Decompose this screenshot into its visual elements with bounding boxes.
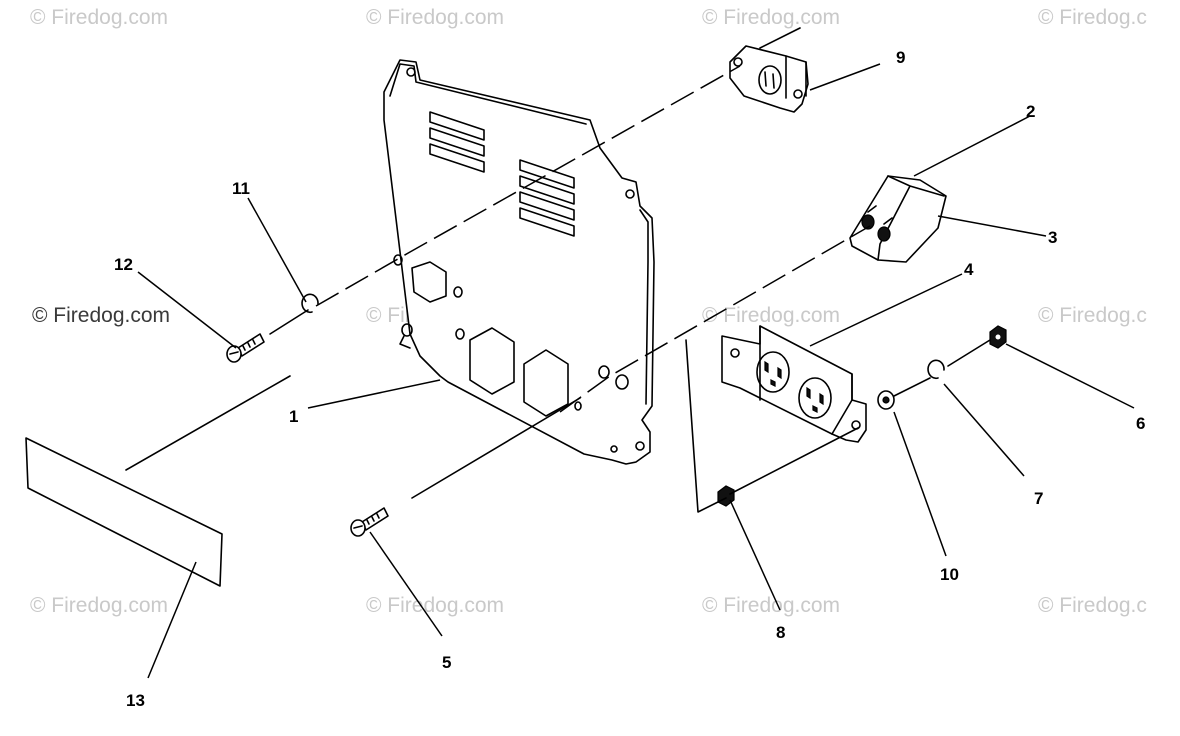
switch-part-3: [849, 175, 947, 263]
watermark: © Firedog.com: [702, 6, 840, 29]
watermark: © Firedog.com: [32, 304, 170, 327]
decal-part-13: [25, 437, 223, 587]
outlet-part-9: [729, 45, 809, 113]
callout-11: 11: [232, 179, 250, 198]
leader-lines: [137, 63, 1135, 679]
callout-10: 10: [940, 565, 959, 584]
watermark: © Firedog.c: [1038, 304, 1147, 327]
watermark-layer: © Firedog.com © Firedog.com © Firedog.co…: [30, 6, 1147, 617]
retaining-ring-part-7: [927, 359, 945, 380]
callout-7: 7: [1034, 489, 1043, 508]
callout-5: 5: [442, 653, 451, 672]
callout-4: 4: [964, 260, 974, 279]
watermark: © Firedog.c: [1038, 6, 1147, 29]
duplex-outlet-part-4: [721, 325, 867, 443]
callout-2: 2: [1026, 102, 1035, 121]
callout-labels: 1 2 3 4 5 6 7 8 9 10 11 12 13: [114, 48, 1145, 710]
callout-6: 6: [1136, 414, 1145, 433]
callout-3: 3: [1048, 228, 1057, 247]
assembly-lines: [125, 27, 991, 513]
watermark: © Firedog.c: [1038, 594, 1147, 617]
watermark: © Firedog.com: [30, 594, 168, 617]
callout-9: 9: [896, 48, 905, 67]
watermark: © Firedog.com: [366, 6, 504, 29]
washer-part-10: [877, 390, 895, 410]
ring-part-11: [301, 293, 319, 314]
watermark: © Firedog.com: [702, 594, 840, 617]
callout-1: 1: [289, 407, 298, 426]
hex-nut-part-6: [989, 325, 1007, 349]
callout-12: 12: [114, 255, 133, 274]
screw-part-12: [226, 333, 265, 363]
watermark: © Firedog.com: [702, 304, 840, 327]
watermark: © Firedog.com: [366, 594, 504, 617]
callout-13: 13: [126, 691, 145, 710]
callout-8: 8: [776, 623, 785, 642]
control-panel-plate: [383, 59, 655, 465]
watermark: © Firedog.com: [30, 6, 168, 29]
screw-part-5: [350, 507, 389, 537]
